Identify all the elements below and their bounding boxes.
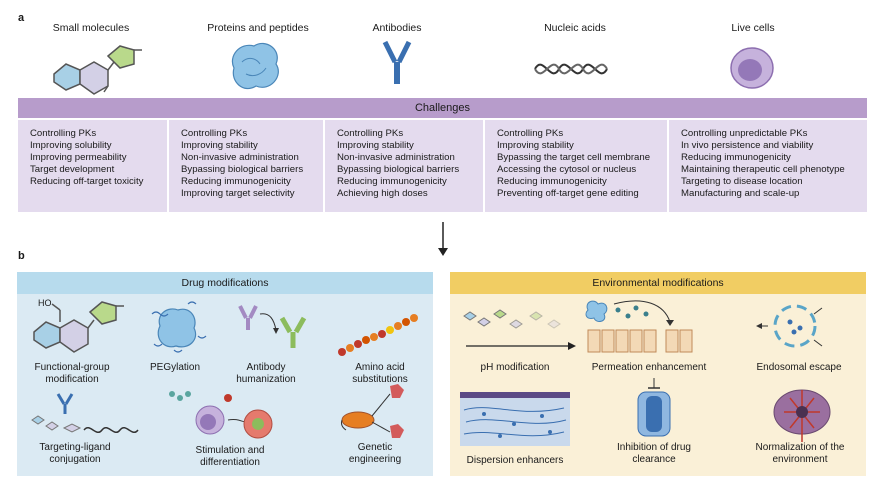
amino-acid-label: Amino acid substitutions <box>352 362 408 385</box>
challenge-item: Accessing the cytosol or nucleus <box>497 164 637 175</box>
challenge-item: Target development <box>30 164 115 175</box>
panel-a-letter: a <box>18 12 25 24</box>
challenges-column-small-molecules: Controlling PKs Improving solubility Imp… <box>18 120 167 212</box>
category-live-cells: Live cells <box>731 22 775 34</box>
genetic-engineering-icon <box>341 384 404 438</box>
challenges-column-antibodies: Controlling PKs Improving stability Non-… <box>325 120 483 212</box>
functional-group-label: Functional-group modification <box>34 362 110 385</box>
drug-modifications-header: Drug modifications <box>17 272 433 294</box>
inhibition-clearance-label: Inhibition of drug clearance <box>617 442 691 465</box>
challenge-item: Bypassing the target cell membrane <box>497 152 651 163</box>
challenge-item: Controlling PKs <box>497 128 564 139</box>
challenge-item: In vivo persistence and viability <box>681 140 814 151</box>
challenge-item: Improving permeability <box>30 152 127 163</box>
ph-modification-label: pH modification <box>480 362 550 373</box>
challenge-item: Bypassing biological barriers <box>337 164 460 175</box>
protein-icon <box>231 42 279 90</box>
drug-modifications-box <box>17 272 433 476</box>
down-arrow-icon <box>438 222 448 256</box>
challenge-item: Preventing off-target gene editing <box>497 188 639 199</box>
challenges-column-live-cells: Controlling unpredictable PKs In vivo pe… <box>669 120 867 212</box>
endosomal-escape-label: Endosomal escape <box>756 362 842 373</box>
endosomal-escape-icon <box>756 304 823 348</box>
genetic-engineering-label: Genetic engineering <box>348 442 402 465</box>
targeting-ligand-label: Targeting-ligand conjugation <box>39 442 111 465</box>
challenge-item: Reducing off-target toxicity <box>30 176 144 187</box>
challenge-item: Reducing immunogenicity <box>181 176 291 187</box>
challenge-item: Controlling PKs <box>181 128 248 139</box>
challenge-item: Controlling PKs <box>337 128 404 139</box>
challenge-item: Bypassing biological barriers <box>181 164 304 175</box>
challenges-column-proteins: Controlling PKs Improving stability Non-… <box>169 120 323 212</box>
dispersion-enhancers-label: Dispersion enhancers <box>466 455 564 466</box>
drug-clearance-icon <box>637 378 671 437</box>
ph-modification-icon <box>463 309 576 350</box>
challenge-item: Non-invasive administration <box>181 152 299 163</box>
stimulation-differentiation-icon <box>169 391 273 439</box>
pegylation-label: PEGylation <box>149 362 201 373</box>
normalization-label: Normalization of the environment <box>755 442 845 465</box>
ho-label: HO <box>38 298 52 308</box>
challenge-item: Improving stability <box>497 140 574 151</box>
challenge-item: Improving solubility <box>30 140 112 151</box>
stimulation-label: Stimulation and differentiation <box>195 445 265 468</box>
category-proteins: Proteins and peptides <box>207 22 309 34</box>
challenge-item: Controlling PKs <box>30 128 97 139</box>
amino-acid-chain-icon <box>338 314 418 356</box>
challenge-item: Improving stability <box>337 140 414 151</box>
environmental-modifications-header: Environmental modifications <box>450 272 866 294</box>
permeation-enhancement-label: Permeation enhancement <box>591 362 707 373</box>
challenge-item: Reducing immunogenicity <box>337 176 447 187</box>
challenge-item: Controlling unpredictable PKs <box>681 128 808 139</box>
functional-group-molecule-icon <box>33 301 124 353</box>
antibody-humanization-label: Antibody humanization <box>236 362 296 385</box>
challenge-item: Maintaining therapeutic cell phenotype <box>681 164 845 175</box>
category-nucleic-acids: Nucleic acids <box>544 22 606 34</box>
small-molecule-icon <box>53 45 142 95</box>
normalization-environment-icon <box>773 389 831 442</box>
challenge-item: Non-invasive administration <box>337 152 455 163</box>
challenge-item: Improving stability <box>181 140 258 151</box>
challenge-item: Achieving high doses <box>337 188 428 199</box>
targeting-ligand-icon <box>31 393 139 433</box>
challenge-item: Manufacturing and scale-up <box>681 188 800 199</box>
permeation-enhancement-icon <box>585 300 693 353</box>
category-antibodies: Antibodies <box>372 22 422 34</box>
challenges-column-nucleic-acids: Controlling PKs Improving stability Bypa… <box>485 120 667 212</box>
challenges-header: Challenges <box>18 98 867 118</box>
panel-b-letter: b <box>18 250 25 262</box>
dna-icon <box>534 63 608 75</box>
cell-icon <box>730 47 774 89</box>
antibody-icon <box>382 40 412 84</box>
challenge-item: Reducing immunogenicity <box>681 152 791 163</box>
challenge-item: Reducing immunogenicity <box>497 176 607 187</box>
dispersion-enhancers-icon <box>460 392 570 446</box>
challenge-item: Improving target selectivity <box>181 188 295 199</box>
challenge-item: Targeting to disease location <box>681 176 803 187</box>
category-small-molecules: Small molecules <box>52 22 130 34</box>
antibody-humanization-icon <box>238 305 307 348</box>
pegylation-icon <box>151 301 207 353</box>
